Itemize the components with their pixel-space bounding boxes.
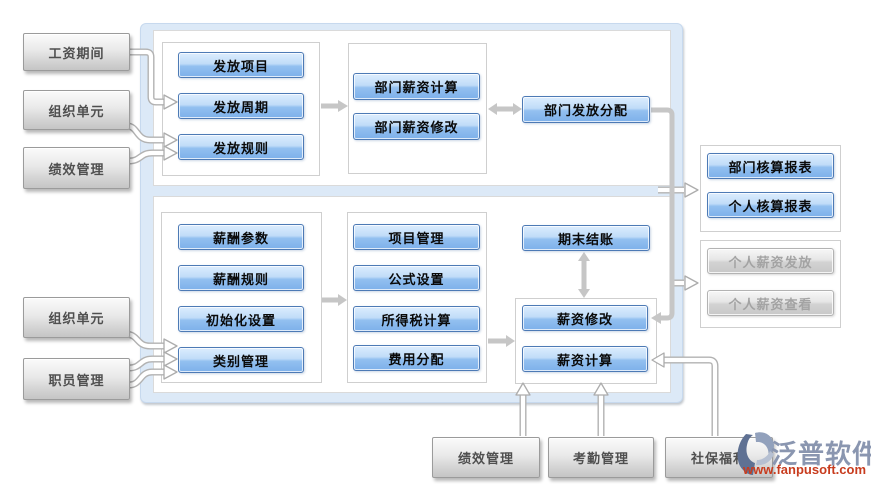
node-project-mgmt: 项目管理 [353,224,480,250]
node-payout-rule: 发放规则 [178,134,304,160]
watermark-url: www.fanpusoft.com [743,462,867,477]
node-payout-cycle: 发放周期 [178,93,304,119]
btn-personal-payout: 个人薪资发放 [707,248,834,274]
watermark-logo-icon [737,432,774,475]
node-personal-report: 个人核算报表 [707,192,834,218]
node-salary-calc: 薪资计算 [522,346,648,372]
node-dept-salary-edit: 部门薪资修改 [353,113,480,140]
solid-connectors [321,103,675,344]
node-formula-setup: 公式设置 [353,265,480,291]
panel-dept-salary-group [348,43,487,174]
node-income-tax-calc: 所得税计算 [353,306,480,332]
node-salary-edit: 薪资修改 [522,305,648,331]
input-attendance-mgmt: 考勤管理 [548,437,654,478]
node-category-mgmt: 类别管理 [178,347,304,373]
node-init-setup: 初始化设置 [178,306,304,332]
input-org-unit-2: 组织单元 [23,297,130,338]
input-performance-mgmt: 绩效管理 [23,147,130,189]
input-staff-mgmt: 职员管理 [23,358,130,400]
node-dept-report: 部门核算报表 [707,153,834,179]
watermark: 泛普软件 www.fanpusoft.com [735,428,871,482]
node-period-closing: 期末结账 [522,225,650,251]
input-performance-mgmt-bottom: 绩效管理 [432,437,540,478]
btn-personal-view: 个人薪资查看 [707,290,834,316]
node-payout-item: 发放项目 [178,52,304,78]
input-org-unit-1: 组织单元 [23,90,130,130]
node-dept-salary-calc: 部门薪资计算 [353,73,480,100]
node-dept-allocation: 部门发放分配 [522,96,650,123]
node-salary-rule: 薪酬规则 [178,265,304,291]
node-salary-param: 薪酬参数 [178,224,304,250]
hollow-arrowheads [163,94,699,396]
arrow-wage-period-to-payout-cycle [129,48,164,106]
input-wage-period: 工资期间 [23,33,130,71]
solid-arrowheads [338,100,661,347]
input-social-security: 社保福利 [665,437,773,478]
watermark-brand: 泛普软件 [771,439,871,469]
node-expense-alloc: 费用分配 [353,345,480,371]
arrow-social-to-salary-calc [664,356,719,436]
arrow-allocation-to-salary-edit [651,107,675,321]
